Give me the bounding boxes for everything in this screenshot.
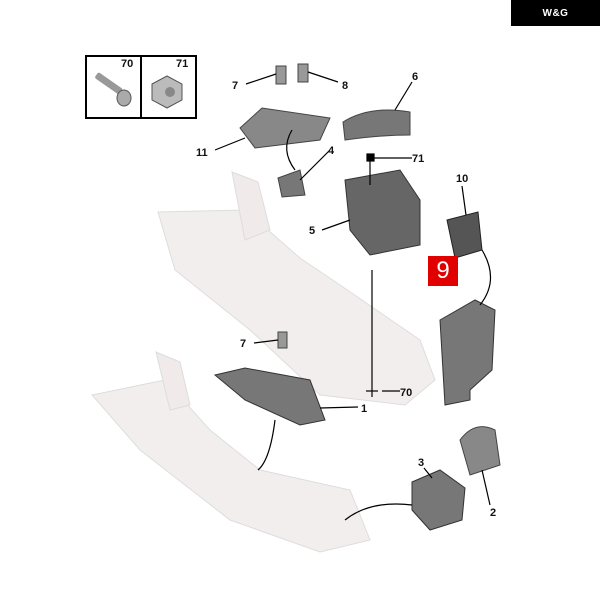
part-11-bracket (239, 107, 331, 149)
brand-logo: W&G (511, 0, 600, 26)
label-71: 71 (412, 153, 424, 165)
part-7-clip-lower (277, 331, 288, 349)
label-7: 7 (232, 80, 238, 92)
console-upper (157, 209, 436, 406)
nut-icon (151, 75, 183, 109)
screw-icon (95, 72, 132, 107)
label-70: 70 (400, 387, 412, 399)
label-4: 4 (328, 145, 335, 157)
part-9-switch-panel (439, 299, 496, 406)
highlight-callout-9: 9 (428, 256, 458, 286)
label-71-box: 71 (176, 58, 188, 70)
part-6-armrest-lid (342, 109, 411, 141)
part-10-switch (446, 211, 483, 259)
label-2: 2 (490, 507, 496, 519)
part-7-clip (275, 65, 287, 85)
part-4-cover (277, 169, 306, 198)
brand-logo-text: W&G (542, 7, 569, 19)
highlight-label: 9 (436, 257, 450, 284)
part-3-holder (411, 469, 466, 531)
label-10: 10 (456, 173, 468, 185)
part-2-cap (459, 426, 501, 476)
label-7-lower: 7 (240, 338, 246, 350)
part-5-armrest-body (344, 169, 421, 256)
label-5: 5 (309, 225, 315, 237)
fastener-legend-box: 70 71 (85, 55, 197, 119)
console-upper-flap (231, 171, 271, 241)
label-3: 3 (418, 457, 424, 469)
part-8-clip (297, 63, 309, 83)
leader-lines (214, 71, 492, 521)
label-1: 1 (361, 403, 367, 415)
part-1-support (213, 367, 326, 426)
console-lower (91, 379, 371, 553)
console-lower-flap (155, 351, 191, 411)
label-11: 11 (196, 147, 208, 159)
label-6: 6 (412, 71, 418, 83)
label-8: 8 (342, 80, 348, 92)
label-70-box: 70 (121, 58, 133, 70)
